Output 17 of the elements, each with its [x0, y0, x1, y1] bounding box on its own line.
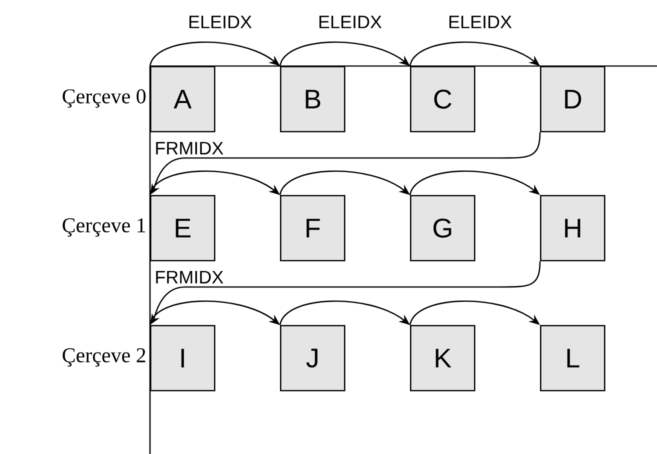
- letter-box: A: [150, 66, 216, 132]
- letter-box: D: [540, 66, 606, 132]
- letter-box: H: [540, 194, 606, 262]
- letter-box: J: [280, 325, 346, 392]
- edge-label: ELEIDX: [316, 14, 384, 30]
- edge-label: ELEIDX: [187, 14, 254, 30]
- letter-box: C: [410, 66, 476, 132]
- letter-box: B: [280, 66, 346, 132]
- edge-label: FRMIDX: [154, 270, 225, 284]
- letter-box: F: [280, 194, 346, 262]
- letter-box: I: [150, 325, 216, 392]
- letter-box: G: [410, 194, 476, 262]
- letter-box: L: [540, 325, 606, 392]
- edge-label: ELEIDX: [446, 14, 514, 30]
- edge-label: FRMIDX: [154, 140, 225, 156]
- letter-box: K: [410, 325, 476, 392]
- letter-box: E: [150, 194, 216, 262]
